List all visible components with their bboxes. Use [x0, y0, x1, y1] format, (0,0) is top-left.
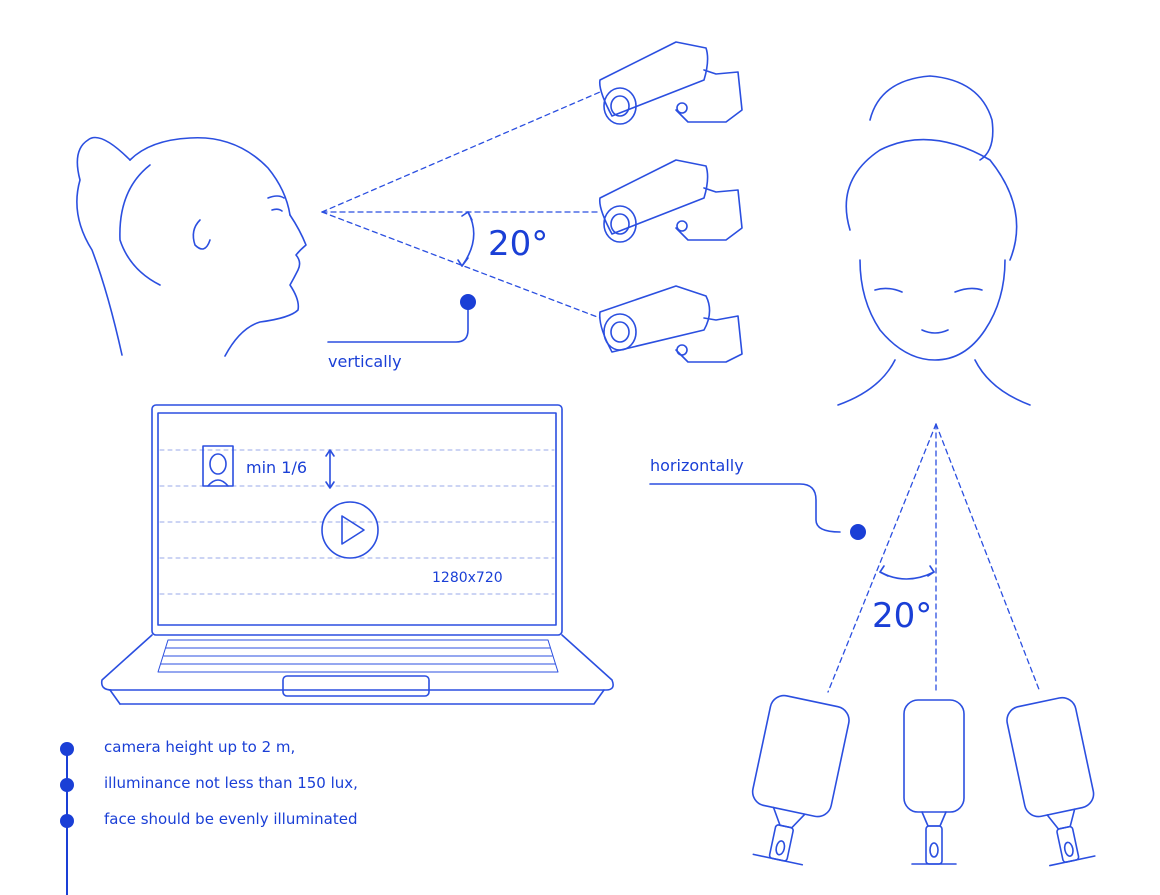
cctv-camera-icon [598, 285, 743, 363]
requirement-text: camera height up to 2 m, [104, 738, 296, 756]
cctv-camera-icon [598, 41, 743, 125]
vertically-callout-line [327, 301, 469, 343]
horizontally-label: horizontally [650, 456, 744, 475]
face-frame-icon [202, 445, 234, 487]
keyboard [157, 639, 559, 673]
horizontally-callout-line [649, 483, 841, 533]
requirement-text: illuminance not less than 150 lux, [104, 774, 358, 792]
cctv-camera-icon [598, 159, 743, 243]
play-icon[interactable] [321, 501, 379, 559]
resolution-label: 1280x720 [432, 570, 503, 586]
woman-profile-icon [76, 136, 307, 357]
vertically-label: vertically [328, 352, 402, 371]
bullet-icon [60, 814, 74, 828]
requirement-text: face should be evenly illuminated [104, 810, 358, 828]
horizontal-angle-label: 20° [872, 596, 933, 636]
min-size-label: min 1/6 [246, 458, 308, 477]
bullet-icon [60, 778, 74, 792]
horizontally-callout-dot [850, 524, 866, 540]
box-camera-icon [1006, 696, 1096, 867]
vertically-callout-dot [460, 294, 476, 310]
arc-arrow-bottom [457, 257, 469, 267]
harc-arrow-right [927, 565, 935, 577]
vertical-angle-label: 20° [488, 224, 549, 264]
woman-front-icon [837, 75, 1031, 406]
arc-arrow-top [461, 211, 473, 221]
size-arrow-icon [325, 449, 335, 489]
box-camera-icon [751, 694, 850, 866]
horizontal-sight-lines [827, 423, 1041, 693]
vertical-sight-lines [321, 91, 601, 319]
harc-arrow-left [879, 565, 889, 577]
laptop-icon [100, 404, 614, 705]
bullet-icon [60, 742, 74, 756]
box-camera-icon [903, 699, 965, 865]
